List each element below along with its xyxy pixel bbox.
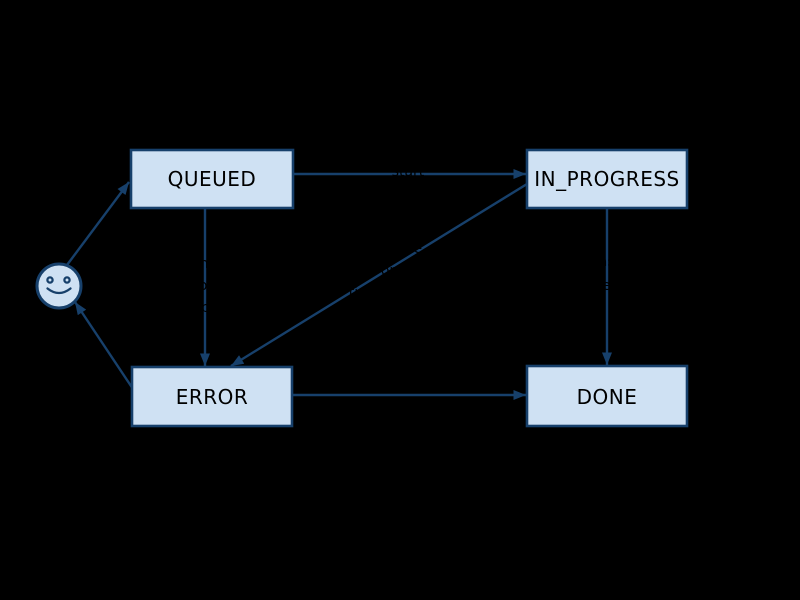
edge-queued-to-error: cancel or expire: [183, 209, 229, 366]
start-state-smiley-icon: [35, 262, 83, 310]
edge-label: resolve: [385, 374, 436, 390]
state-box-queued: [129, 148, 295, 210]
edge-label: or: [381, 263, 396, 279]
edge-error-to-done: resolve: [293, 374, 526, 400]
edge-start-to-queued: [66, 181, 130, 266]
edge-label: timeout: [349, 285, 404, 301]
edge-label: succeeded: [570, 278, 645, 294]
edge-label: failure: [378, 241, 422, 257]
state-node-done: DONE: [525, 364, 689, 428]
state-node-in-progress: IN_PROGRESS: [525, 148, 689, 210]
state-box-in-progress: [525, 148, 689, 210]
state-box-error: [130, 365, 294, 428]
edge-label: expire: [184, 300, 228, 316]
edge-line-in-progress-to-error: [230, 182, 528, 368]
edge-label: start: [392, 164, 425, 180]
edge-line-start-to-queued: [66, 181, 130, 266]
edge-label: task: [593, 254, 623, 270]
state-label-error: ERROR: [176, 385, 249, 409]
edge-error-to-start: [74, 301, 134, 390]
smiley-mouth: [46, 287, 72, 295]
state-node-queued: QUEUED: [129, 148, 295, 210]
state-label-in-progress: IN_PROGRESS: [534, 167, 679, 191]
state-box-done: [525, 364, 689, 428]
edge-queued-to-in-progress: start: [294, 164, 526, 180]
state-label-done: DONE: [577, 385, 638, 409]
state-node-error: ERROR: [130, 365, 294, 428]
smiley-right-eye: [63, 276, 71, 284]
edge-in-progress-to-done: task succeeded: [570, 209, 646, 365]
edge-in-progress-to-error: failure or timeout: [230, 182, 528, 368]
smiley-face-circle: [35, 262, 83, 310]
edge-line-error-to-start: [74, 301, 134, 390]
smiley-left-eye: [46, 276, 54, 284]
edge-label: or: [199, 278, 214, 294]
state-label-queued: QUEUED: [168, 167, 257, 191]
edge-label: cancel: [183, 256, 228, 272]
